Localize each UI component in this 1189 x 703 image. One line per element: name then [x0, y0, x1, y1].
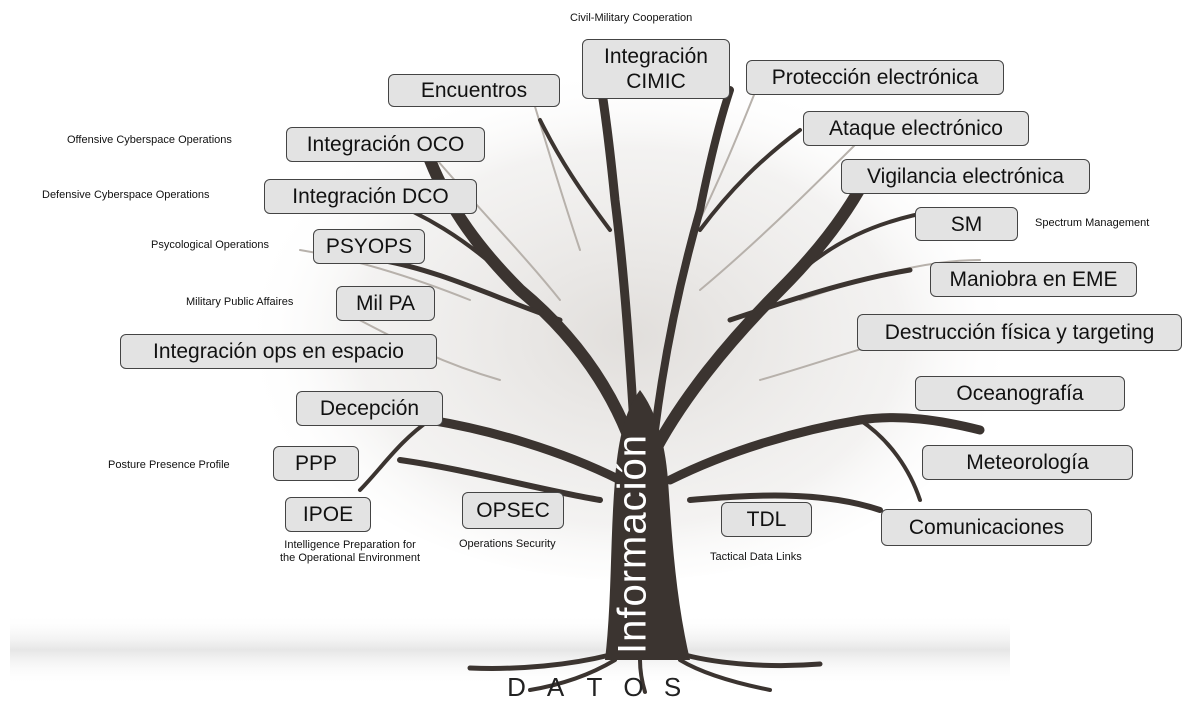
note-ppp: Posture Presence Profile	[108, 459, 230, 471]
box-comunicaciones: Comunicaciones	[881, 509, 1092, 546]
note-opsec: Operations Security	[459, 538, 556, 550]
note-dco: Defensive Cyberspace Operations	[42, 189, 210, 201]
box-decepcion: Decepción	[296, 391, 443, 426]
box-ppp: PPP	[273, 446, 359, 481]
box-encuentros: Encuentros	[388, 74, 560, 107]
box-ipoe: IPOE	[285, 497, 371, 532]
roots-letter-a: A	[546, 672, 565, 702]
box-maniobra-eme: Maniobra en EME	[930, 262, 1137, 297]
box-sm: SM	[915, 207, 1018, 241]
trunk	[605, 390, 690, 660]
note-mil-pa: Military Public Affaires	[186, 296, 294, 308]
box-mil-pa: Mil PA	[336, 286, 435, 321]
box-vigilancia-electronica: Vigilancia electrónica	[841, 159, 1090, 194]
trunk-label: Información	[610, 434, 655, 654]
box-integracion-oco: Integración OCO	[286, 127, 485, 162]
note-ipoe-line1: Intelligence Preparation for	[284, 539, 416, 551]
roots-letter-o: O	[623, 672, 644, 702]
box-proteccion-electronica: Protección electrónica	[746, 60, 1004, 95]
box-integracion-dco: Integración DCO	[264, 179, 477, 214]
ground-shadow	[10, 615, 1010, 685]
box-opsec: OPSEC	[462, 492, 564, 529]
box-oceanografia: Oceanografía	[915, 376, 1125, 411]
note-tdl: Tactical Data Links	[710, 551, 802, 563]
note-sm: Spectrum Management	[1035, 217, 1150, 229]
roots-letter-s: S	[663, 672, 682, 702]
note-cimic: Civil-Military Cooperation	[570, 12, 693, 24]
box-integracion-cimic: Integración CIMIC	[582, 39, 730, 99]
box-meteorologia: Meteorología	[922, 445, 1133, 480]
roots-letter-d: D	[507, 672, 526, 702]
note-psyops: Psycological Operations	[151, 239, 270, 251]
box-ataque-electronico: Ataque electrónico	[803, 111, 1029, 146]
box-psyops: PSYOPS	[313, 229, 425, 264]
box-integracion-cimic-line2: CIMIC	[626, 70, 686, 93]
box-destruccion-fisica: Destrucción física y targeting	[857, 314, 1182, 351]
roots-letter-t: T	[586, 672, 603, 702]
note-oco: Offensive Cyberspace Operations	[67, 134, 232, 146]
note-ipoe-line2: the Operational Environment	[279, 552, 421, 564]
note-ipoe: Intelligence Preparation for the Operati…	[245, 539, 455, 565]
box-tdl: TDL	[721, 502, 812, 537]
roots	[467, 652, 823, 694]
box-integracion-ops-espacio: Integración ops en espacio	[120, 334, 437, 369]
box-integracion-cimic-line1: Integración	[604, 45, 708, 68]
